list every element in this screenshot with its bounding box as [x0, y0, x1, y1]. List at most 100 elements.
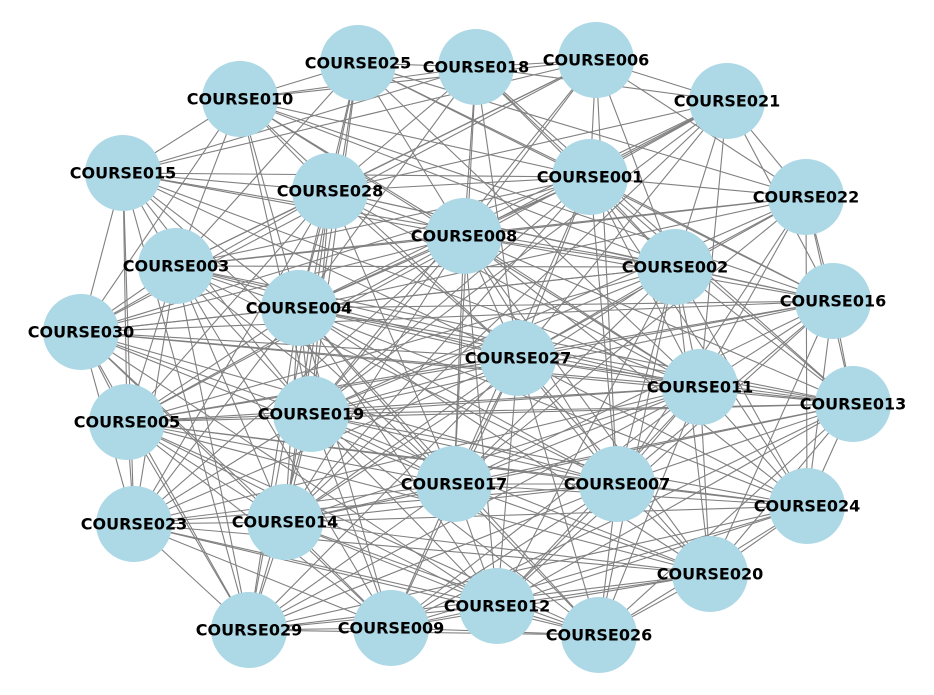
- edge-course016-course017: [453, 300, 834, 485]
- node-course018: COURSE018: [423, 29, 530, 105]
- node-circle: [247, 484, 323, 560]
- node-circle: [689, 63, 765, 139]
- edge-course030-course014: [80, 331, 286, 523]
- edge-course023-course012: [133, 523, 498, 607]
- edge-course023-course020: [133, 523, 711, 575]
- edge-course021-course004: [298, 100, 728, 309]
- node-label: COURSE012: [444, 597, 551, 616]
- edge-course014-course012: [284, 521, 498, 607]
- node-label: COURSE013: [800, 395, 907, 414]
- edge-course010-course001: [239, 98, 591, 178]
- node-circle: [672, 536, 748, 612]
- node-course001: COURSE001: [537, 139, 643, 215]
- edge-course016-course005: [126, 300, 834, 423]
- node-label: COURSE009: [338, 619, 445, 638]
- edge-course003-course027: [175, 265, 519, 359]
- edge-course001-course028: [329, 176, 591, 192]
- edge-course011-course005: [126, 386, 701, 423]
- node-label: COURSE030: [28, 323, 135, 342]
- edge-course008-course017: [453, 235, 465, 485]
- node-circle: [138, 228, 214, 304]
- node-label: COURSE002: [622, 258, 729, 277]
- node-course020: COURSE020: [657, 536, 764, 612]
- node-course011: COURSE011: [647, 349, 753, 425]
- edge-course015-course011: [122, 172, 701, 388]
- edge-course010-course016: [239, 98, 834, 302]
- edge-course028-course017: [329, 190, 455, 485]
- node-circle: [202, 61, 278, 137]
- node-circle: [815, 366, 891, 442]
- edge-course010-course019: [239, 98, 312, 415]
- edge-course013-course019: [310, 403, 854, 415]
- node-label: COURSE020: [657, 565, 764, 584]
- node-circle: [273, 376, 349, 452]
- edge-course016-course004: [298, 300, 834, 309]
- node-label: COURSE018: [423, 58, 530, 77]
- edge-course025-course011: [357, 62, 701, 388]
- node-course008: COURSE008: [411, 198, 517, 274]
- node-course021: COURSE021: [674, 63, 781, 139]
- edge-course013-course012: [496, 403, 854, 607]
- edge-course010-course027: [239, 98, 519, 359]
- node-course012: COURSE012: [444, 568, 551, 644]
- node-circle: [89, 384, 165, 460]
- node-course017: COURSE017: [401, 446, 508, 522]
- node-course015: COURSE015: [70, 135, 176, 211]
- node-label: COURSE021: [674, 92, 781, 111]
- edge-course015-course008: [122, 172, 465, 237]
- node-circle: [353, 590, 429, 666]
- edge-course017-course029: [248, 483, 455, 631]
- edge-course027-course014: [284, 357, 519, 523]
- edge-course030-course012: [80, 331, 498, 607]
- edge-course022-course004: [298, 196, 807, 309]
- edge-course018-course015: [122, 66, 477, 174]
- edge-course002-course014: [284, 266, 676, 523]
- node-course025: COURSE025: [305, 25, 411, 101]
- edge-course028-course023: [133, 190, 331, 525]
- edge-course003-course014: [175, 265, 286, 523]
- edge-course013-course007: [616, 403, 854, 485]
- node-label: COURSE022: [753, 188, 860, 207]
- edge-course017-course020: [453, 483, 711, 575]
- edge-course023-course009: [133, 523, 392, 629]
- edge-course030-course017: [80, 331, 455, 485]
- node-label: COURSE003: [123, 257, 230, 276]
- node-label: COURSE004: [246, 299, 353, 318]
- edge-course004-course009: [298, 307, 392, 629]
- edge-course002-course005: [126, 266, 676, 423]
- edge-course001-course030: [80, 176, 591, 333]
- edge-course022-course007: [616, 196, 807, 485]
- edge-course019-course009: [310, 413, 392, 629]
- edge-course013-course026: [598, 403, 854, 636]
- edge-course004-course007: [298, 307, 618, 485]
- edge-course014-course020: [284, 521, 711, 575]
- edge-course025-course003: [175, 62, 359, 267]
- node-circle: [769, 468, 845, 544]
- node-circle: [85, 135, 161, 211]
- edge-course030-course029: [80, 331, 250, 631]
- node-label: COURSE017: [401, 475, 508, 494]
- edge-course003-course023: [133, 265, 177, 525]
- node-circle: [43, 294, 119, 370]
- node-circle: [637, 229, 713, 305]
- edge-course015-course005: [122, 172, 128, 423]
- edge-course027-course024: [517, 357, 808, 507]
- node-circle: [416, 446, 492, 522]
- edge-course005-course029: [126, 421, 250, 631]
- edge-course007-course029: [248, 483, 618, 631]
- node-circle: [96, 486, 172, 562]
- edge-course027-course029: [248, 357, 519, 631]
- node-label: COURSE016: [780, 292, 887, 311]
- edge-course003-course007: [175, 265, 618, 485]
- edge-course024-course029: [248, 505, 808, 631]
- node-circle: [426, 198, 502, 274]
- edge-course015-course027: [122, 172, 519, 359]
- edge-course015-course002: [122, 172, 676, 268]
- edge-course025-course019: [310, 62, 359, 415]
- node-circle: [438, 29, 514, 105]
- edge-course022-course017: [453, 196, 807, 485]
- edge-course002-course012: [496, 266, 676, 607]
- node-course007: COURSE007: [564, 446, 670, 522]
- node-course028: COURSE028: [277, 153, 383, 229]
- node-course029: COURSE029: [196, 592, 302, 668]
